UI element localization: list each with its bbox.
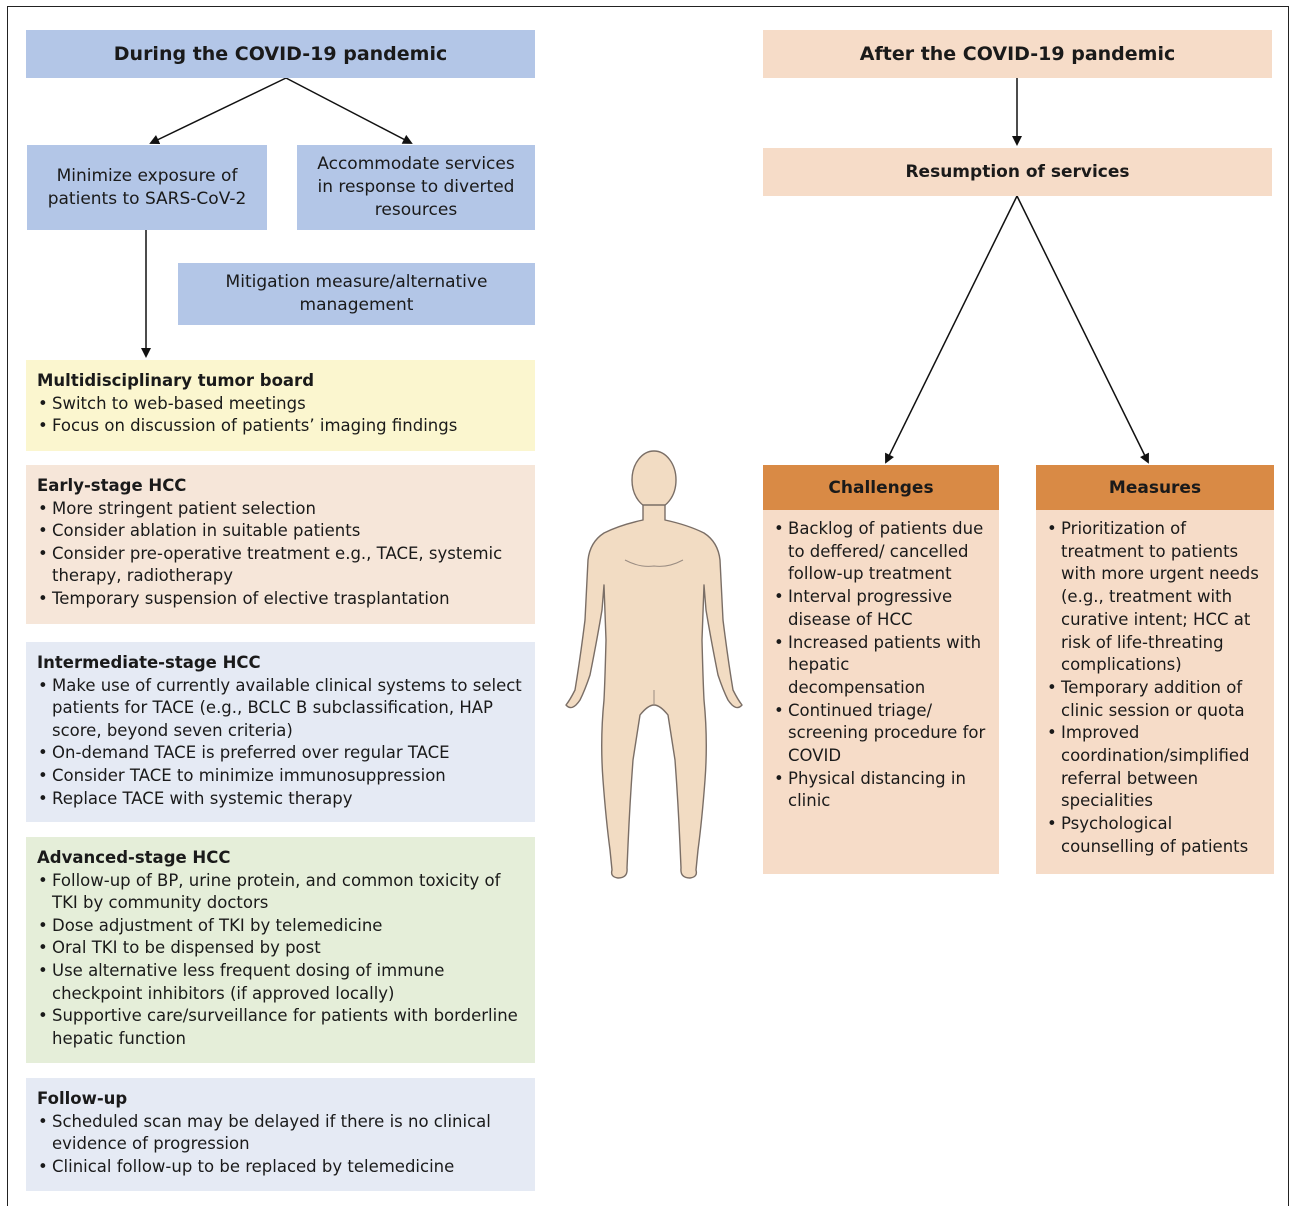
- section-list: Follow-up of BP, urine protein, and comm…: [37, 870, 523, 1051]
- list-item: Interval progressive disease of HCC: [773, 586, 991, 631]
- list-item: Continued triage/ screening procedure fo…: [773, 700, 991, 768]
- list-item: Temporary addition of clinic session or …: [1046, 677, 1266, 722]
- list-item: Increased patients with hepatic decompen…: [773, 632, 991, 700]
- section-tumor-board: Multidisciplinary tumor board Switch to …: [26, 360, 535, 451]
- list-item: Make use of currently available clinical…: [37, 675, 523, 743]
- section-intermediate-stage: Intermediate-stage HCC Make use of curre…: [26, 642, 535, 822]
- resumption-text: Resumption of services: [905, 162, 1130, 182]
- list-item: Temporary suspension of elective traspla…: [37, 588, 523, 611]
- challenges-column: Challenges Backlog of patients due to de…: [763, 465, 999, 874]
- challenges-list: Backlog of patients due to deffered/ can…: [773, 518, 991, 813]
- section-title: Multidisciplinary tumor board: [37, 371, 315, 390]
- accommodate-box: Accommodate services in response to dive…: [297, 145, 535, 230]
- section-follow-up: Follow-up Scheduled scan may be delayed …: [26, 1078, 535, 1191]
- list-item: More stringent patient selection: [37, 498, 523, 521]
- during-title-box: During the COVID-19 pandemic: [26, 30, 535, 78]
- list-item: Scheduled scan may be delayed if there i…: [37, 1111, 523, 1156]
- challenges-title: Challenges: [828, 477, 934, 498]
- list-item: Dose adjustment of TKI by telemedicine: [37, 915, 523, 938]
- section-list: Scheduled scan may be delayed if there i…: [37, 1111, 523, 1179]
- list-item: Oral TKI to be dispensed by post: [37, 937, 523, 960]
- section-title: Early-stage HCC: [37, 476, 187, 495]
- challenges-header: Challenges: [763, 465, 999, 510]
- section-title: Advanced-stage HCC: [37, 848, 231, 867]
- measures-column: Measures Prioritization of treatment to …: [1036, 465, 1274, 874]
- measures-list: Prioritization of treatment to patients …: [1046, 518, 1266, 859]
- measures-title: Measures: [1108, 477, 1202, 498]
- mitigation-box: Mitigation measure/alternative managemen…: [178, 263, 535, 325]
- list-item: Psychological counselling of patients: [1046, 813, 1266, 858]
- list-item: Replace TACE with systemic therapy: [37, 788, 523, 811]
- list-item: Focus on discussion of patients’ imaging…: [37, 415, 523, 438]
- during-title: During the COVID-19 pandemic: [113, 43, 448, 65]
- arrow-resumption-to-challenges: [885, 195, 1018, 464]
- arrow-during-to-minimize: [149, 77, 287, 145]
- list-item: Backlog of patients due to deffered/ can…: [773, 518, 991, 586]
- list-item: Physical distancing in clinic: [773, 768, 991, 813]
- list-item: Use alternative less frequent dosing of …: [37, 960, 523, 1005]
- section-early-stage: Early-stage HCC More stringent patient s…: [26, 465, 535, 624]
- section-list: More stringent patient selection Conside…: [37, 498, 523, 611]
- figure-frame: [7, 6, 1289, 1206]
- challenges-body: Backlog of patients due to deffered/ can…: [763, 510, 999, 819]
- list-item: Improved coordination/simplified referra…: [1046, 722, 1266, 813]
- list-item: Supportive care/surveillance for patient…: [37, 1005, 523, 1050]
- after-title-box: After the COVID-19 pandemic: [763, 30, 1272, 78]
- section-list: Make use of currently available clinical…: [37, 675, 523, 811]
- measures-body: Prioritization of treatment to patients …: [1036, 510, 1274, 865]
- list-item: Consider TACE to minimize immunosuppress…: [37, 765, 523, 788]
- section-title: Follow-up: [37, 1089, 128, 1108]
- section-advanced-stage: Advanced-stage HCC Follow-up of BP, urin…: [26, 837, 535, 1063]
- measures-header: Measures: [1036, 465, 1274, 510]
- list-item: Prioritization of treatment to patients …: [1046, 518, 1266, 677]
- arrow-during-to-accommodate: [285, 77, 413, 144]
- accommodate-text: Accommodate services in response to dive…: [317, 154, 515, 220]
- list-item: Clinical follow-up to be replaced by tel…: [37, 1156, 523, 1179]
- section-title: Intermediate-stage HCC: [37, 653, 261, 672]
- list-item: Consider ablation in suitable patients: [37, 520, 523, 543]
- list-item: Follow-up of BP, urine protein, and comm…: [37, 870, 523, 915]
- resumption-box: Resumption of services: [763, 148, 1272, 196]
- minimize-text: Minimize exposure of patients to SARS-Co…: [47, 165, 247, 209]
- minimize-box: Minimize exposure of patients to SARS-Co…: [27, 145, 267, 230]
- after-title: After the COVID-19 pandemic: [859, 43, 1176, 65]
- list-item: On-demand TACE is preferred over regular…: [37, 742, 523, 765]
- section-list: Switch to web-based meetings Focus on di…: [37, 393, 523, 438]
- list-item: Switch to web-based meetings: [37, 393, 523, 416]
- list-item: Consider pre-operative treatment e.g., T…: [37, 543, 523, 588]
- arrow-resumption-to-measures: [1016, 195, 1149, 464]
- mitigation-text: Mitigation measure/alternative managemen…: [225, 272, 488, 315]
